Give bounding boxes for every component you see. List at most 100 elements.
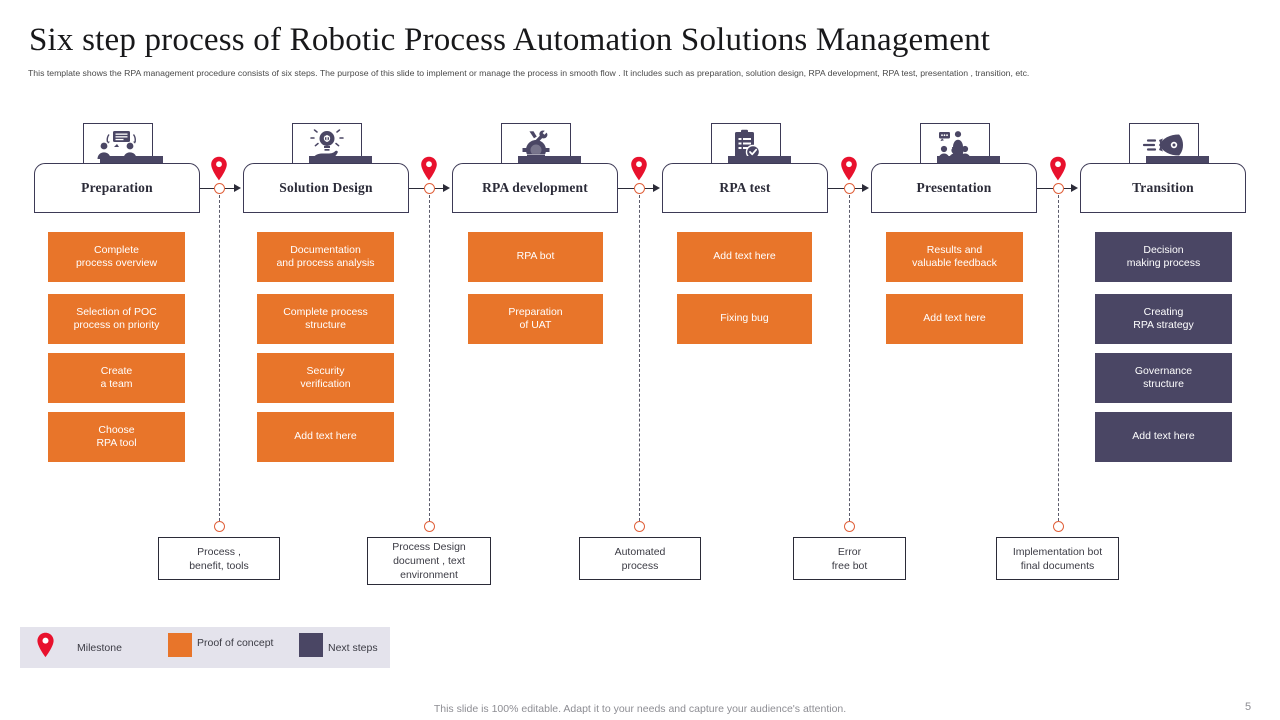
step-title-6: Transition <box>1132 180 1194 195</box>
connector-arrow-1 <box>234 184 241 192</box>
milestone-dashed-line-5 <box>1058 195 1059 521</box>
step-header-5[interactable]: Presentation <box>871 163 1037 213</box>
rocket-launch-icon <box>1141 132 1187 158</box>
milestone-note-node-5 <box>1052 521 1064 532</box>
milestone-node-1 <box>213 182 225 194</box>
connector-arrow-5 <box>1071 184 1078 192</box>
connector-arrow-3 <box>653 184 660 192</box>
legend-swatch-next-steps <box>299 633 323 657</box>
step-header-2[interactable]: Solution Design <box>243 163 409 213</box>
presenter-audience-icon <box>933 130 977 160</box>
step-5-item-2[interactable]: Add text here <box>886 294 1023 344</box>
connector-line-3a <box>618 188 634 189</box>
milestone-node-4 <box>843 182 855 194</box>
milestone-dashed-line-1 <box>219 195 220 521</box>
connector-line-2b <box>435 188 443 189</box>
clipboard-check-icon <box>731 129 761 161</box>
milestone-note-node-3 <box>633 521 645 532</box>
step-6-item-4-label: Add text here <box>1132 430 1195 443</box>
milestone-pin-4[interactable] <box>840 156 858 181</box>
milestone-dashed-line-4 <box>849 195 850 521</box>
connector-arrow-4 <box>862 184 869 192</box>
step-header-6[interactable]: Transition <box>1080 163 1246 213</box>
step-4-item-2-label: Fixing bug <box>720 312 769 325</box>
step-header-3[interactable]: RPA development <box>452 163 618 213</box>
step-2-item-4[interactable]: Add text here <box>257 412 394 462</box>
step-3-item-1-label: RPA bot <box>516 250 555 263</box>
page-subtitle: This template shows the RPA management p… <box>28 68 1030 78</box>
milestone-pin-1[interactable] <box>210 156 228 181</box>
milestone-pin-2[interactable] <box>420 156 438 181</box>
step-title-3: RPA development <box>482 180 588 195</box>
step-4-item-1-label: Add text here <box>713 250 776 263</box>
step-title-1: Preparation <box>81 180 153 195</box>
step-4-item-2[interactable]: Fixing bug <box>677 294 812 344</box>
step-2-item-4-label: Add text here <box>294 430 357 443</box>
legend: Milestone Proof of concept Next steps <box>20 627 390 668</box>
step-6-item-4[interactable]: Add text here <box>1095 412 1232 462</box>
connector-line-2a <box>409 188 424 189</box>
connector-line-4a <box>828 188 844 189</box>
connector-line-1b <box>225 188 234 189</box>
step-header-accent-5 <box>937 156 1000 165</box>
connector-line-5a <box>1037 188 1053 189</box>
step-5-item-2-label: Add text here <box>923 312 986 325</box>
milestone-node-5 <box>1052 182 1064 194</box>
step-title-4: RPA test <box>719 180 771 195</box>
milestone-note-label-1: Process ,benefit, tools <box>189 545 249 572</box>
step-header-4[interactable]: RPA test <box>662 163 828 213</box>
legend-swatch-poc <box>168 633 192 657</box>
legend-label-next-steps: Next steps <box>328 642 378 654</box>
milestone-node-3 <box>633 182 645 194</box>
step-header-accent-3 <box>518 156 581 165</box>
milestone-node-2 <box>423 182 435 194</box>
step-3-item-1[interactable]: RPA bot <box>468 232 603 282</box>
milestone-pin-3[interactable] <box>630 156 648 181</box>
milestone-note-1[interactable]: Process ,benefit, tools <box>158 537 280 580</box>
step-4-item-1[interactable]: Add text here <box>677 232 812 282</box>
step-title-2: Solution Design <box>279 180 373 195</box>
connector-line-4b <box>855 188 862 189</box>
connector-arrow-2 <box>443 184 450 192</box>
step-header-1[interactable]: Preparation <box>34 163 200 213</box>
page-title: Six step process of Robotic Process Auto… <box>29 22 991 58</box>
legend-label-poc: Proof of concept <box>197 637 274 649</box>
map-pin-icon <box>37 632 54 658</box>
step-header-accent-6 <box>1146 156 1209 165</box>
connector-line-5b <box>1064 188 1071 189</box>
step-title-5: Presentation <box>916 180 992 195</box>
step-header-accent-2 <box>309 156 372 165</box>
connector-line-3b <box>645 188 653 189</box>
step-header-accent-4 <box>728 156 791 165</box>
milestone-pin-5[interactable] <box>1049 156 1067 181</box>
step-header-accent-1 <box>100 156 163 165</box>
